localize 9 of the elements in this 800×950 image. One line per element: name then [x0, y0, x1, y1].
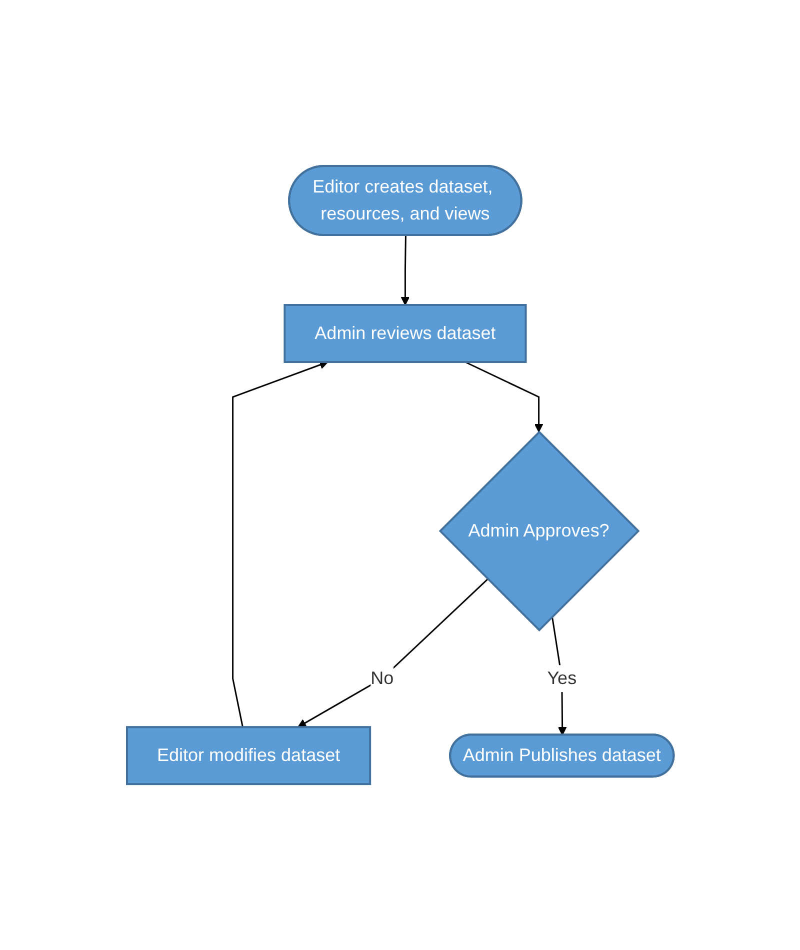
arrow	[297, 578, 488, 728]
node-diamond: Admin Approves?	[438, 430, 640, 632]
arrow	[400, 235, 410, 306]
arrow	[464, 361, 543, 432]
node-box: Admin reviews dataset	[283, 304, 526, 363]
node-box: Editor modifies dataset	[126, 726, 371, 786]
arrow	[232, 360, 328, 728]
edge-label: Yes	[546, 668, 576, 688]
edge-label: No	[370, 668, 394, 688]
